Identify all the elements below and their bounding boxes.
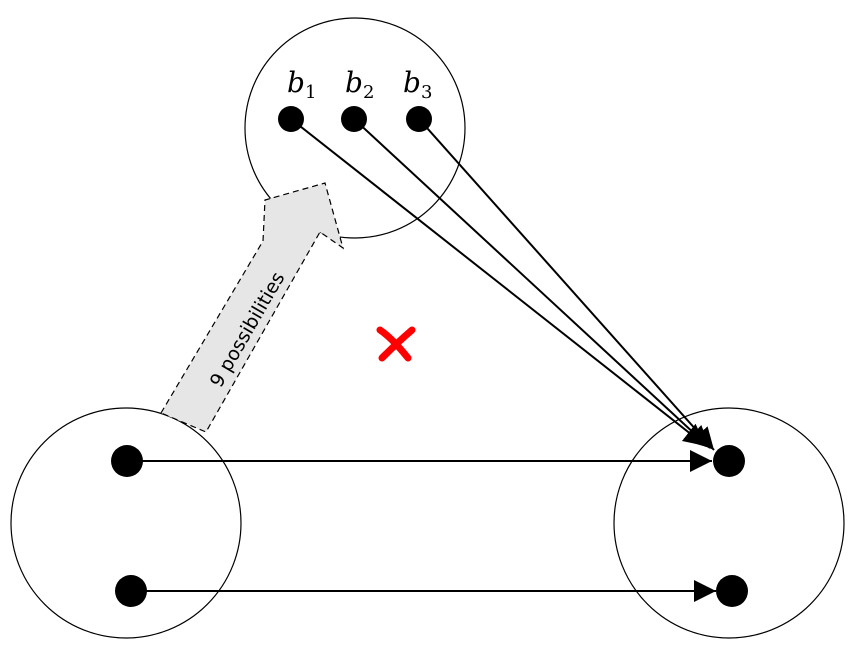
node-b3: [406, 106, 432, 132]
right-set-circle: [613, 407, 845, 639]
node-right-top: [713, 445, 745, 477]
label-b2: b2: [345, 66, 374, 103]
possibilities-arrow-shape: [160, 182, 345, 433]
possibilities-arrow: 9 possibilities: [160, 182, 345, 433]
top-set-circle: [244, 17, 466, 239]
node-b2: [341, 106, 367, 132]
arrow-b3-to-target: [418, 118, 715, 451]
arrow-b1-to-target: [290, 118, 707, 447]
node-left-top: [111, 445, 143, 477]
label-b1: b1: [287, 66, 316, 103]
label-b3: b3: [403, 66, 432, 103]
left-set-circle: [10, 407, 242, 639]
b-to-target-arrows: [290, 118, 715, 451]
node-left-bottom: [115, 575, 147, 607]
node-right-bottom: [716, 575, 748, 607]
invalid-cross-icon: [376, 326, 416, 362]
node-b1: [278, 106, 304, 132]
arrow-b2-to-target: [353, 118, 711, 449]
